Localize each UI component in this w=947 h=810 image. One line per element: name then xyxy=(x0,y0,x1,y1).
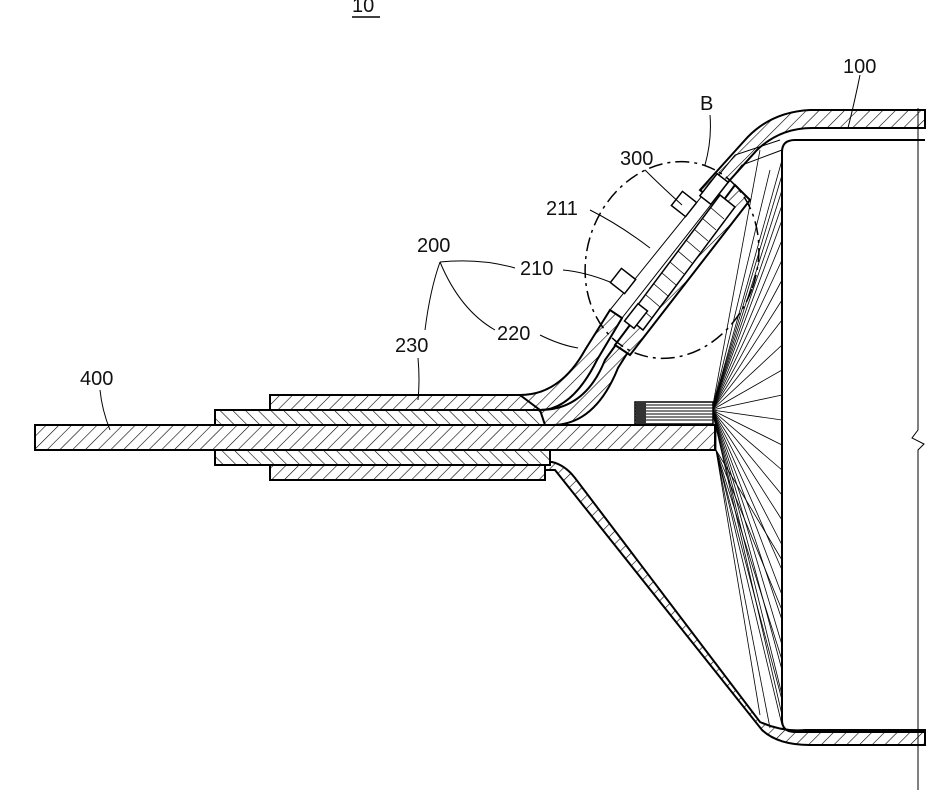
label-220: 220 xyxy=(497,323,530,345)
label-211: 211 xyxy=(546,198,578,220)
label-300: 300 xyxy=(620,148,653,170)
label-b: B xyxy=(700,93,713,115)
leader-lines xyxy=(100,75,860,430)
label-400: 400 xyxy=(80,368,113,390)
label-200: 200 xyxy=(417,235,450,257)
figure-title: 10 xyxy=(352,0,374,17)
label-100: 100 xyxy=(843,56,876,78)
label-230: 230 xyxy=(395,335,428,357)
label-210: 210 xyxy=(520,258,553,280)
